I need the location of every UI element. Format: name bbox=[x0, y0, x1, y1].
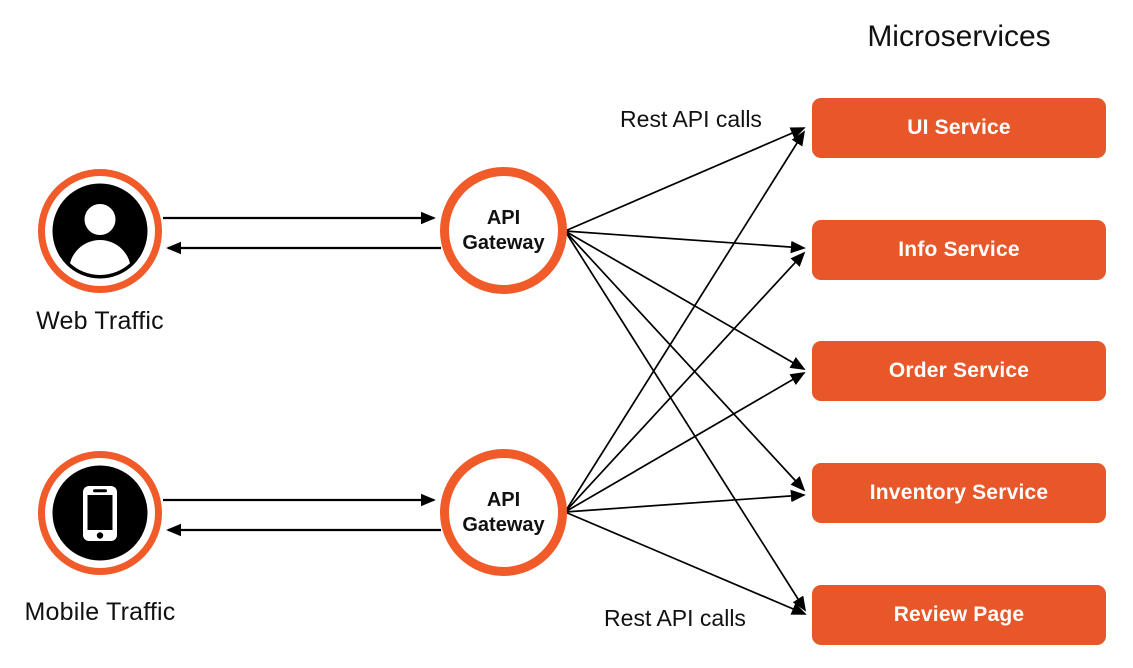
info-service-label: Info Service bbox=[898, 238, 1020, 261]
service-box-inventory-service: Inventory Service bbox=[812, 463, 1106, 523]
edge-gateway1-ui-service bbox=[564, 127, 806, 232]
web-traffic-label: Web Traffic bbox=[36, 307, 164, 335]
edge-gateway1-review-page bbox=[564, 230, 807, 612]
edge-gateway2-inventory-service bbox=[564, 489, 806, 513]
rest-api-calls-label-bottom: Rest API calls bbox=[604, 605, 746, 631]
smartphone-icon bbox=[52, 465, 148, 561]
review-page-label: Review Page bbox=[893, 603, 1025, 626]
edge-gateway2-review-page bbox=[564, 511, 807, 615]
microservices-title: Microservices bbox=[867, 20, 1051, 53]
api-gateway-2-label: API Gateway bbox=[462, 488, 545, 536]
inventory-service-label: Inventory Service bbox=[869, 481, 1049, 504]
edge-gateway1-inventory-service bbox=[564, 230, 806, 492]
order-service-label: Order Service bbox=[888, 359, 1030, 382]
service-box-review-page: Review Page bbox=[812, 585, 1106, 645]
edge-gateway1-order-service bbox=[564, 230, 806, 370]
mobile-traffic-label: Mobile Traffic bbox=[24, 598, 176, 626]
rest-api-calls-label-top: Rest API calls bbox=[620, 106, 762, 132]
api-gateway-1-label: API Gateway bbox=[462, 206, 545, 254]
ui-service-label: UI Service bbox=[907, 116, 1011, 139]
edge-gateway2-ui-service bbox=[564, 130, 805, 513]
service-box-info-service: Info Service bbox=[812, 220, 1106, 280]
edge-gateway1-info-service bbox=[564, 230, 806, 254]
edge-gateway2-order-service bbox=[564, 372, 806, 513]
user-icon bbox=[52, 183, 148, 279]
mobile-traffic-node bbox=[38, 451, 162, 575]
api-gateway-node-1: API Gateway bbox=[440, 167, 567, 294]
edge-gateway2-info-service bbox=[564, 251, 806, 513]
web-traffic-node bbox=[38, 169, 162, 293]
service-box-ui-service: UI Service bbox=[812, 98, 1106, 158]
service-box-order-service: Order Service bbox=[812, 341, 1106, 401]
api-gateway-node-2: API Gateway bbox=[440, 449, 567, 576]
